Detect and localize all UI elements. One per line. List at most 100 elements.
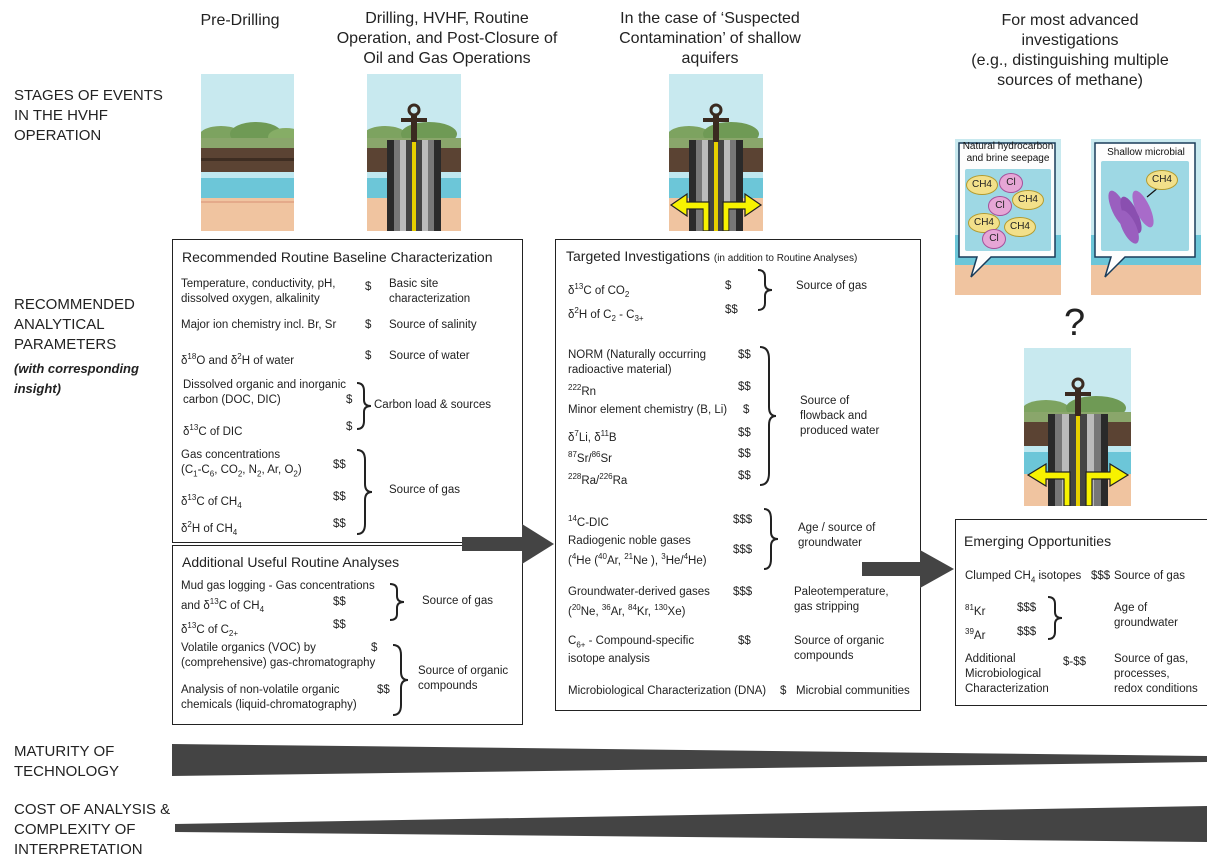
insight-text: compounds [794, 650, 854, 662]
targeted-insight-gas: Source of gas [796, 280, 867, 292]
column-head-line: Drilling, HVHF, Routine [365, 10, 529, 27]
baseline-row-2: Major ion chemistry incl. Br, Sr [181, 319, 337, 331]
additional-cost-2: $$ [333, 619, 346, 631]
insight-text: groundwater [1114, 617, 1178, 629]
row-label-maturity: MATURITY OF TECHNOLOGY [14, 742, 119, 782]
emerging-cost-2: $$$ [1017, 602, 1037, 614]
insight-text: Source of gas, [1114, 653, 1189, 665]
additional-cost-1: $$ [333, 596, 346, 608]
row-label-note: insight) [14, 381, 61, 396]
baseline-title: Recommended Routine Baseline Characteriz… [182, 249, 493, 265]
baseline-row-1: Temperature, conductivity, pH,dissolved … [181, 277, 335, 307]
row-text: radioactive material) [568, 364, 672, 376]
baseline-row-5: δ13C of DIC [183, 423, 243, 438]
brace-additional-organic [392, 644, 409, 716]
targeted-panel [555, 239, 921, 711]
arrow-to-targeted [462, 524, 554, 564]
targeted-cost-11: $$$ [733, 586, 753, 598]
column-head-line: Pre-Drilling [200, 12, 280, 29]
baseline-insight-2: Source of salinity [389, 319, 477, 331]
baseline-insight-gas: Source of gas [389, 484, 460, 496]
insight-text: Age of [1114, 602, 1148, 614]
column-head-line: aquifers [681, 50, 739, 67]
additional-cost-3: $ [371, 642, 378, 654]
column-head-suspected: In the case of ‘Suspected Contamination’… [600, 9, 820, 69]
column-head-line: Operation, and Post-Closure of [336, 30, 558, 47]
insight-text: processes, [1114, 668, 1170, 680]
targeted-insight-paleo: Paleotemperature, gas stripping [794, 585, 889, 615]
row-text: Additional [965, 653, 1016, 665]
targeted-row-1: δ13C of CO2 [568, 282, 630, 300]
row-label-line: STAGES OF EVENTS [14, 87, 163, 104]
insight-text: characterization [389, 293, 471, 305]
insight-text: Basic site [389, 278, 439, 290]
brace-emerging-age [1047, 596, 1063, 640]
targeted-cost-9: $$$ [733, 514, 753, 526]
cl-molecule: Cl [988, 196, 1012, 216]
insight-text: gas stripping [794, 601, 860, 613]
row-text: chemicals (liquid-chromatography) [181, 699, 357, 711]
column-head-line: (e.g., distinguishing multiple [971, 52, 1169, 69]
insight-text: Source of [800, 395, 850, 407]
emerging-insight-1: Source of gas [1114, 570, 1185, 582]
column-head-drilling: Drilling, HVHF, Routine Operation, and P… [322, 9, 572, 69]
baseline-cost-4: $ [346, 394, 353, 406]
targeted-insight-organic: Source of organic compounds [794, 634, 884, 664]
row-text: Dissolved organic and inorganic [183, 379, 347, 391]
emerging-cost-3: $$$ [1017, 626, 1037, 638]
targeted-row-13: Microbiological Characterization (DNA) [568, 685, 767, 697]
row-label-stages: STAGES OF EVENTS IN THE HVHF OPERATION [14, 86, 163, 146]
additional-row-2: δ13C of C2+ [181, 621, 239, 639]
row-text: Mud gas logging - Gas concentrations [181, 580, 375, 592]
emerging-cost-4: $-$$ [1063, 656, 1087, 668]
targeted-cost-7: $$ [738, 448, 751, 460]
brace-gas [356, 449, 373, 535]
baseline-row-3: δ18O and δ2H of water [181, 352, 295, 367]
targeted-cost-8: $$ [738, 470, 751, 482]
targeted-row-4: 222Rn [568, 383, 597, 398]
baseline-cost-3: $ [365, 350, 372, 362]
targeted-cost-2: $$ [725, 304, 738, 316]
targeted-insight-microbial: Microbial communities [796, 685, 910, 697]
drilling-illustration [367, 74, 461, 231]
targeted-row-12: C6+ - Compound-specific isotope analysis [568, 635, 695, 666]
row-text: Volatile organics (VOC) by [181, 642, 316, 654]
additional-row-4: Analysis of non-volatile organic chemica… [181, 683, 357, 713]
additional-insight-organic: Source of organic compounds [418, 664, 508, 694]
brace-targeted-gas [757, 269, 773, 311]
row-text: NORM (Naturally occurring [568, 349, 707, 361]
emerging-row-2: 81Kr [965, 603, 986, 618]
row-label-line: OPERATION [14, 127, 102, 144]
baseline-row-7: δ13C of CH4 [181, 493, 242, 511]
baseline-cost-7: $$ [333, 491, 346, 503]
microbial-label: Shallow microbial [1107, 147, 1185, 158]
row-text: Gas concentrations [181, 449, 281, 461]
targeted-cost-4: $$ [738, 381, 751, 393]
baseline-cost-6: $$ [333, 459, 346, 471]
arrow-to-emerging [862, 550, 954, 588]
targeted-row-3: NORM (Naturally occurring radioactive ma… [568, 348, 706, 378]
contamination-illustration [669, 74, 763, 231]
row-text: (comprehensive) gas-chromatography [181, 657, 376, 669]
targeted-cost-12: $$ [738, 635, 751, 647]
natural-seepage-label: Natural hydrocarbon and brine seepage [958, 141, 1058, 165]
row-label-line: RECOMMENDED [14, 296, 135, 313]
emerging-row-1: Clumped CH4 isotopes [965, 570, 1082, 585]
targeted-cost-3: $$ [738, 349, 751, 361]
row-text: isotope analysis [568, 653, 650, 666]
row-label-note: (with corresponding [14, 361, 139, 376]
ch4-molecule: CH4 [1012, 190, 1044, 210]
row-label-line: TECHNOLOGY [14, 763, 120, 780]
targeted-cost-5: $ [743, 404, 750, 416]
row-label-line: COMPLEXITY OF [14, 821, 136, 838]
baseline-cost-5: $ [346, 421, 353, 433]
row-label-line: IN THE HVHF [14, 107, 108, 124]
insight-text: Paleotemperature, [794, 586, 889, 598]
column-head-line: Oil and Gas Operations [363, 50, 531, 67]
question-mark: ? [1064, 302, 1086, 344]
column-head-line: investigations [1021, 32, 1119, 49]
callout-line: and brine seepage [966, 153, 1050, 164]
brace-additional-gas [389, 583, 405, 621]
emerging-insight-age: Age of groundwater [1114, 601, 1178, 631]
cl-molecule: Cl [999, 173, 1023, 193]
